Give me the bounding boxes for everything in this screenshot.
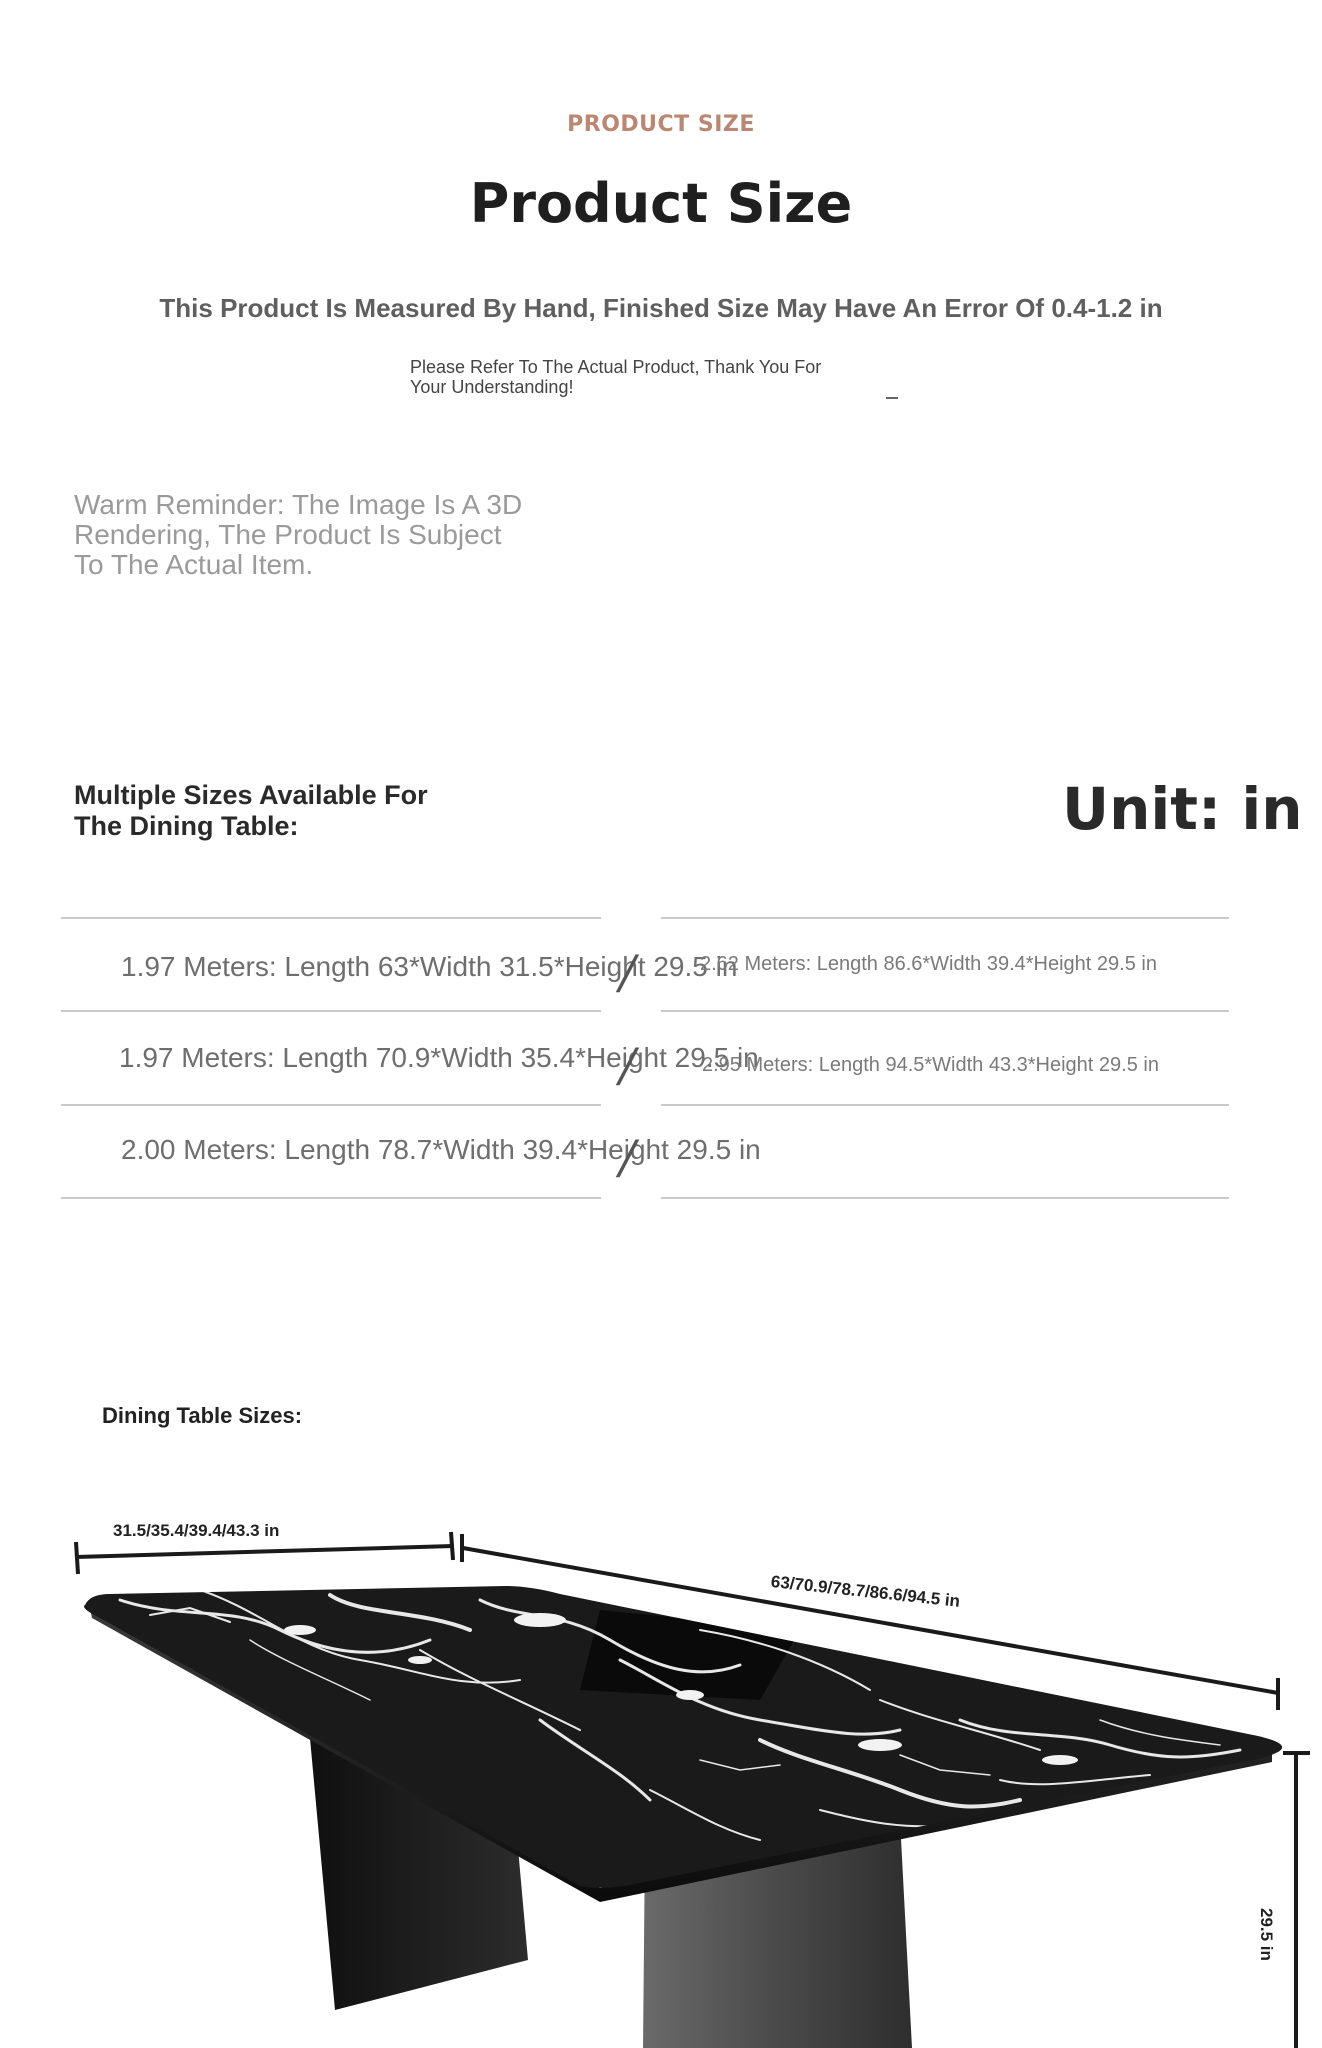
table-rule	[61, 917, 601, 919]
note-line: Your Understanding!	[410, 377, 574, 397]
size-row-right: 2.95 Meters: Length 94.5*Width 43.3*Heig…	[702, 1054, 1159, 1076]
dining-table-illustration	[74, 1531, 1310, 2048]
sizes-heading-line: The Dining Table:	[74, 811, 299, 841]
size-row-right: 2.62 Meters: Length 86.6*Width 39.4*Heig…	[700, 953, 1157, 975]
table-rule	[61, 1010, 601, 1012]
width-dimension-line	[74, 1531, 455, 1575]
size-row-left: 1.97 Meters: Length 70.9*Width 35.4*Heig…	[119, 1042, 759, 1073]
table-rule	[661, 1010, 1229, 1012]
measurement-disclaimer: This Product Is Measured By Hand, Finish…	[159, 293, 1163, 323]
marble-tabletop	[84, 1586, 1283, 1888]
table-rule	[661, 1104, 1229, 1106]
dining-sizes-label: Dining Table Sizes:	[102, 1403, 303, 1428]
unit-label: Unit: in	[1062, 775, 1303, 843]
decorative-dash	[886, 397, 898, 399]
reminder-line: Rendering, The Product Is Subject	[74, 519, 502, 550]
reminder-line: To The Actual Item.	[74, 549, 314, 580]
table-rule	[661, 1197, 1229, 1199]
length-dimension-line	[460, 1534, 1280, 1710]
understanding-note: Please Refer To The Actual Product, Than…	[410, 357, 880, 397]
height-dimension-line	[1283, 1751, 1310, 2048]
sizes-heading: Multiple Sizes Available For The Dining …	[74, 780, 494, 842]
section-eyebrow: PRODUCT SIZE	[567, 112, 755, 137]
note-line: Please Refer To The Actual Product, Than…	[410, 357, 822, 377]
page-title: Product Size	[469, 172, 853, 235]
table-rule	[61, 1197, 601, 1199]
table-rule	[661, 917, 1229, 919]
size-row-left: 1.97 Meters: Length 63*Width 31.5*Height…	[121, 951, 738, 982]
table-rule	[61, 1104, 601, 1106]
sizes-heading-line: Multiple Sizes Available For	[74, 780, 428, 810]
size-row-left: 2.00 Meters: Length 78.7*Width 39.4*Heig…	[121, 1134, 761, 1165]
width-dimension-label: 31.5/35.4/39.4/43.3 in	[113, 1521, 280, 1540]
warm-reminder: Warm Reminder: The Image Is A 3D Renderi…	[74, 490, 594, 580]
reminder-line: Warm Reminder: The Image Is A 3D	[74, 489, 523, 520]
